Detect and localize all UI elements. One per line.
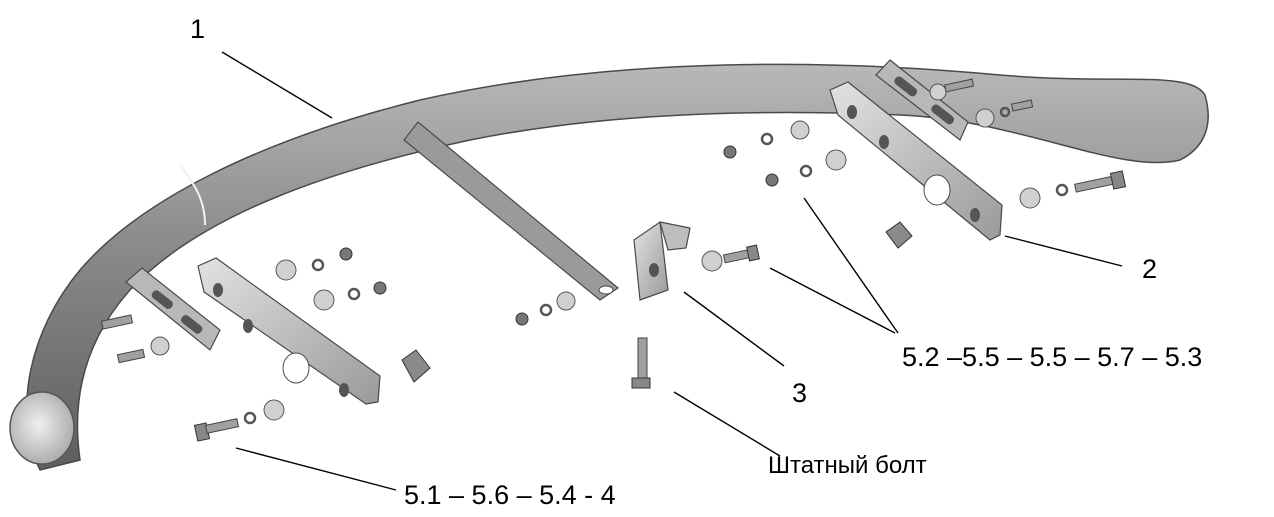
washer <box>825 149 847 171</box>
spring-washer <box>539 303 553 317</box>
spring-washer <box>243 411 257 425</box>
washer <box>790 120 810 140</box>
stock-bolt-part <box>631 337 651 389</box>
spring-washer <box>760 132 774 146</box>
leader-line-1 <box>221 51 333 119</box>
washer <box>1019 187 1041 209</box>
left-bracket <box>125 257 381 405</box>
spring-washer <box>799 164 813 178</box>
bolt <box>1074 170 1127 193</box>
spring-washer <box>311 258 325 272</box>
spring-washer <box>347 287 361 301</box>
right-hardware <box>723 78 1127 249</box>
label-part-3: 3 <box>792 378 808 408</box>
right-bracket <box>829 59 1003 241</box>
leader-line-group-left <box>235 447 397 491</box>
label-group-left: 5.1 – 5.6 – 5.4 - 4 <box>404 480 616 510</box>
label-group-right: 5.2 –5.5 – 5.5 – 5.7 – 5.3 <box>902 342 1203 372</box>
washer <box>275 259 297 281</box>
bolt <box>722 244 760 264</box>
washer <box>263 399 285 421</box>
bumper-tube <box>9 63 1209 471</box>
leader-line-group-right-a <box>769 267 896 334</box>
nut <box>723 145 737 159</box>
leader-line-group-right-b <box>803 197 899 334</box>
leader-line-3 <box>683 291 785 367</box>
spring-washer <box>1055 183 1069 197</box>
left-hardware <box>100 247 431 442</box>
square-nut <box>401 349 431 383</box>
washer <box>556 291 576 311</box>
spring-washer <box>999 106 1011 118</box>
washer <box>150 336 170 356</box>
center-bracket <box>515 220 760 389</box>
label-part-1: 1 <box>190 14 206 44</box>
washer <box>701 250 723 272</box>
washer <box>929 83 947 101</box>
nut <box>339 247 353 261</box>
washer <box>313 289 335 311</box>
nut <box>515 312 529 326</box>
washer <box>975 108 995 128</box>
nut <box>373 281 387 295</box>
leader-line-2 <box>1004 235 1123 267</box>
label-stock-bolt: Штатный болт <box>768 452 927 479</box>
leader-line-stock-bolt <box>673 391 781 457</box>
label-part-2: 2 <box>1142 254 1158 284</box>
leader-lines <box>221 51 1123 491</box>
bolt <box>193 418 240 442</box>
nut <box>765 173 779 187</box>
bolt <box>944 78 975 93</box>
square-nut <box>885 221 913 249</box>
center-strut <box>403 121 620 301</box>
tube-end-cap <box>9 391 75 465</box>
